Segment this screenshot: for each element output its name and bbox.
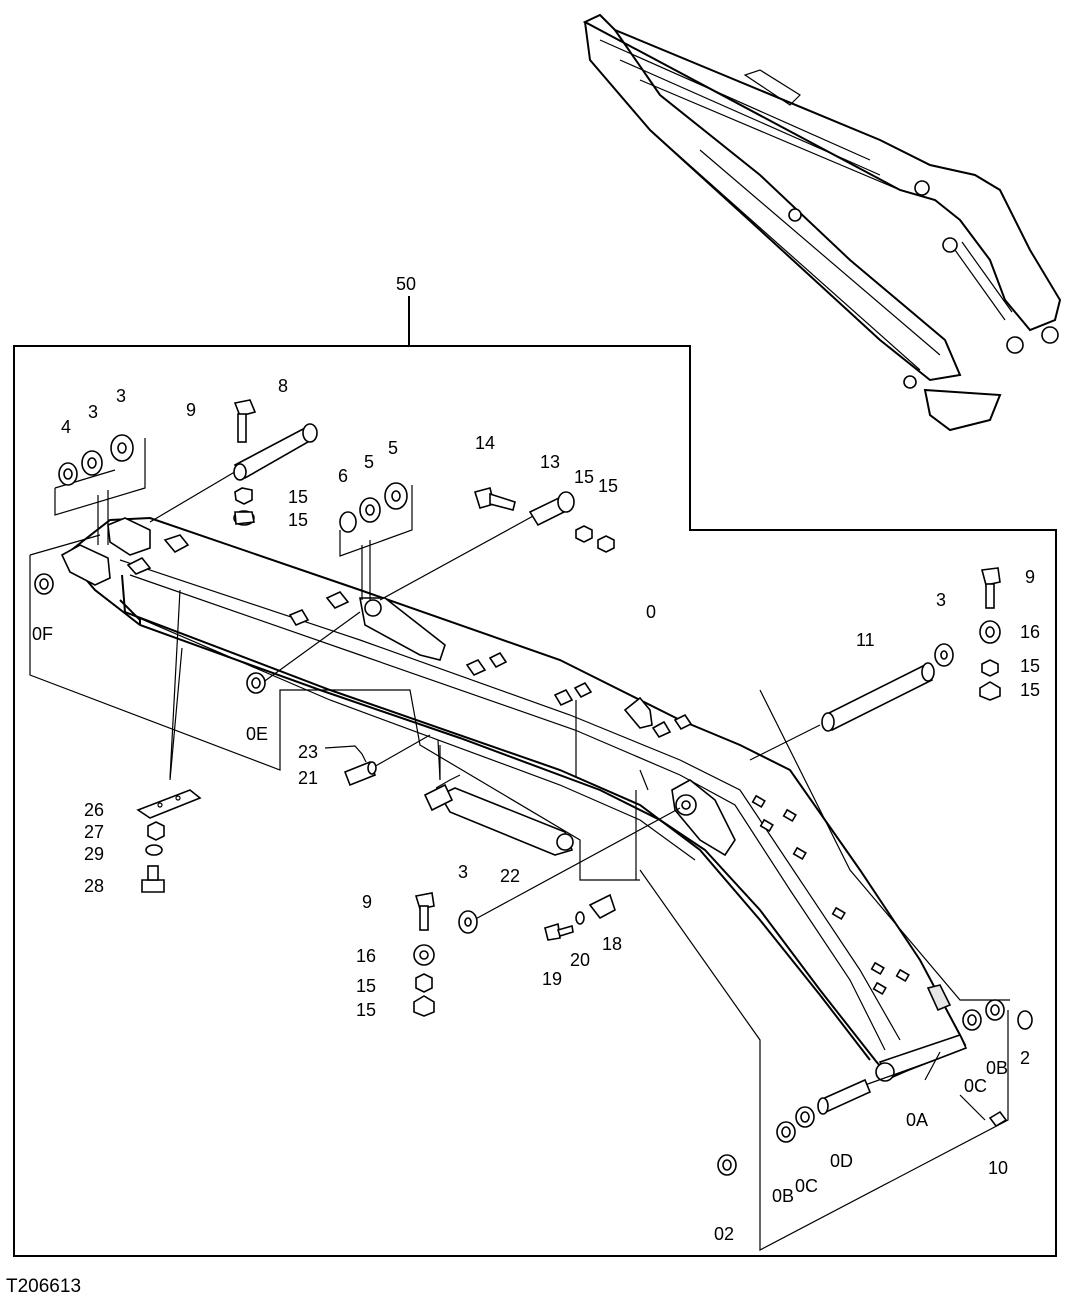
callout-15: 15: [574, 467, 594, 487]
callout-2: 2: [1020, 1048, 1030, 1068]
callout-4: 4: [61, 417, 71, 437]
callout-3: 3: [458, 862, 468, 882]
callout-labels: 50 4 3 3 9 8 15 15 6 5 5 14 13 15 15 0F …: [6, 274, 1040, 1297]
callout-22: 22: [500, 866, 520, 886]
kit-boundary: [13, 296, 1057, 1257]
callout-15: 15: [288, 510, 308, 530]
callout-3: 3: [936, 590, 946, 610]
callout-5: 5: [388, 438, 398, 458]
callout-10: 10: [988, 1158, 1008, 1178]
callout-3: 3: [88, 402, 98, 422]
callout-8: 8: [278, 376, 288, 396]
callout-18: 18: [602, 934, 622, 954]
hardware-parts: [34, 399, 1033, 1176]
callout-9: 9: [362, 892, 372, 912]
callout-29: 29: [84, 844, 104, 864]
callout-15: 15: [1020, 680, 1040, 700]
callout-23: 23: [298, 742, 318, 762]
callout-11: 11: [856, 630, 875, 650]
callout-3: 3: [116, 386, 126, 406]
callout-5: 5: [364, 452, 374, 472]
callout-16: 16: [1020, 622, 1040, 642]
callout-16: 16: [356, 946, 376, 966]
callout-27: 27: [84, 822, 104, 842]
callout-50: 50: [396, 274, 416, 294]
callout-0C: 0C: [795, 1176, 818, 1196]
callout-15: 15: [356, 976, 376, 996]
callout-0D: 0D: [830, 1151, 853, 1171]
callout-0A: 0A: [906, 1110, 928, 1130]
callout-21: 21: [298, 768, 318, 788]
figure-id: T206613: [6, 1276, 81, 1297]
boom-body: [60, 516, 968, 1082]
callout-13: 13: [540, 452, 560, 472]
callout-9: 9: [1025, 567, 1035, 587]
callout-15: 15: [288, 487, 308, 507]
callout-02: 02: [714, 1224, 734, 1244]
callout-15: 15: [598, 476, 618, 496]
callout-0: 0: [646, 602, 656, 622]
callout-15: 15: [356, 1000, 376, 1020]
callout-19: 19: [542, 969, 562, 989]
callout-14: 14: [475, 433, 495, 453]
callout-9: 9: [186, 400, 196, 420]
callout-15: 15: [1020, 656, 1040, 676]
callout-0F: 0F: [32, 624, 53, 644]
callout-20: 20: [570, 950, 590, 970]
assembly-thumbnail: [582, 13, 1062, 432]
callout-0B: 0B: [986, 1058, 1008, 1078]
callout-0C: 0C: [964, 1076, 987, 1096]
callout-0E: 0E: [246, 724, 268, 744]
callout-6: 6: [338, 466, 348, 486]
callout-0B: 0B: [772, 1186, 794, 1206]
callout-26: 26: [84, 800, 104, 820]
leader-lines: [29, 438, 1010, 1251]
callout-28: 28: [84, 876, 104, 896]
